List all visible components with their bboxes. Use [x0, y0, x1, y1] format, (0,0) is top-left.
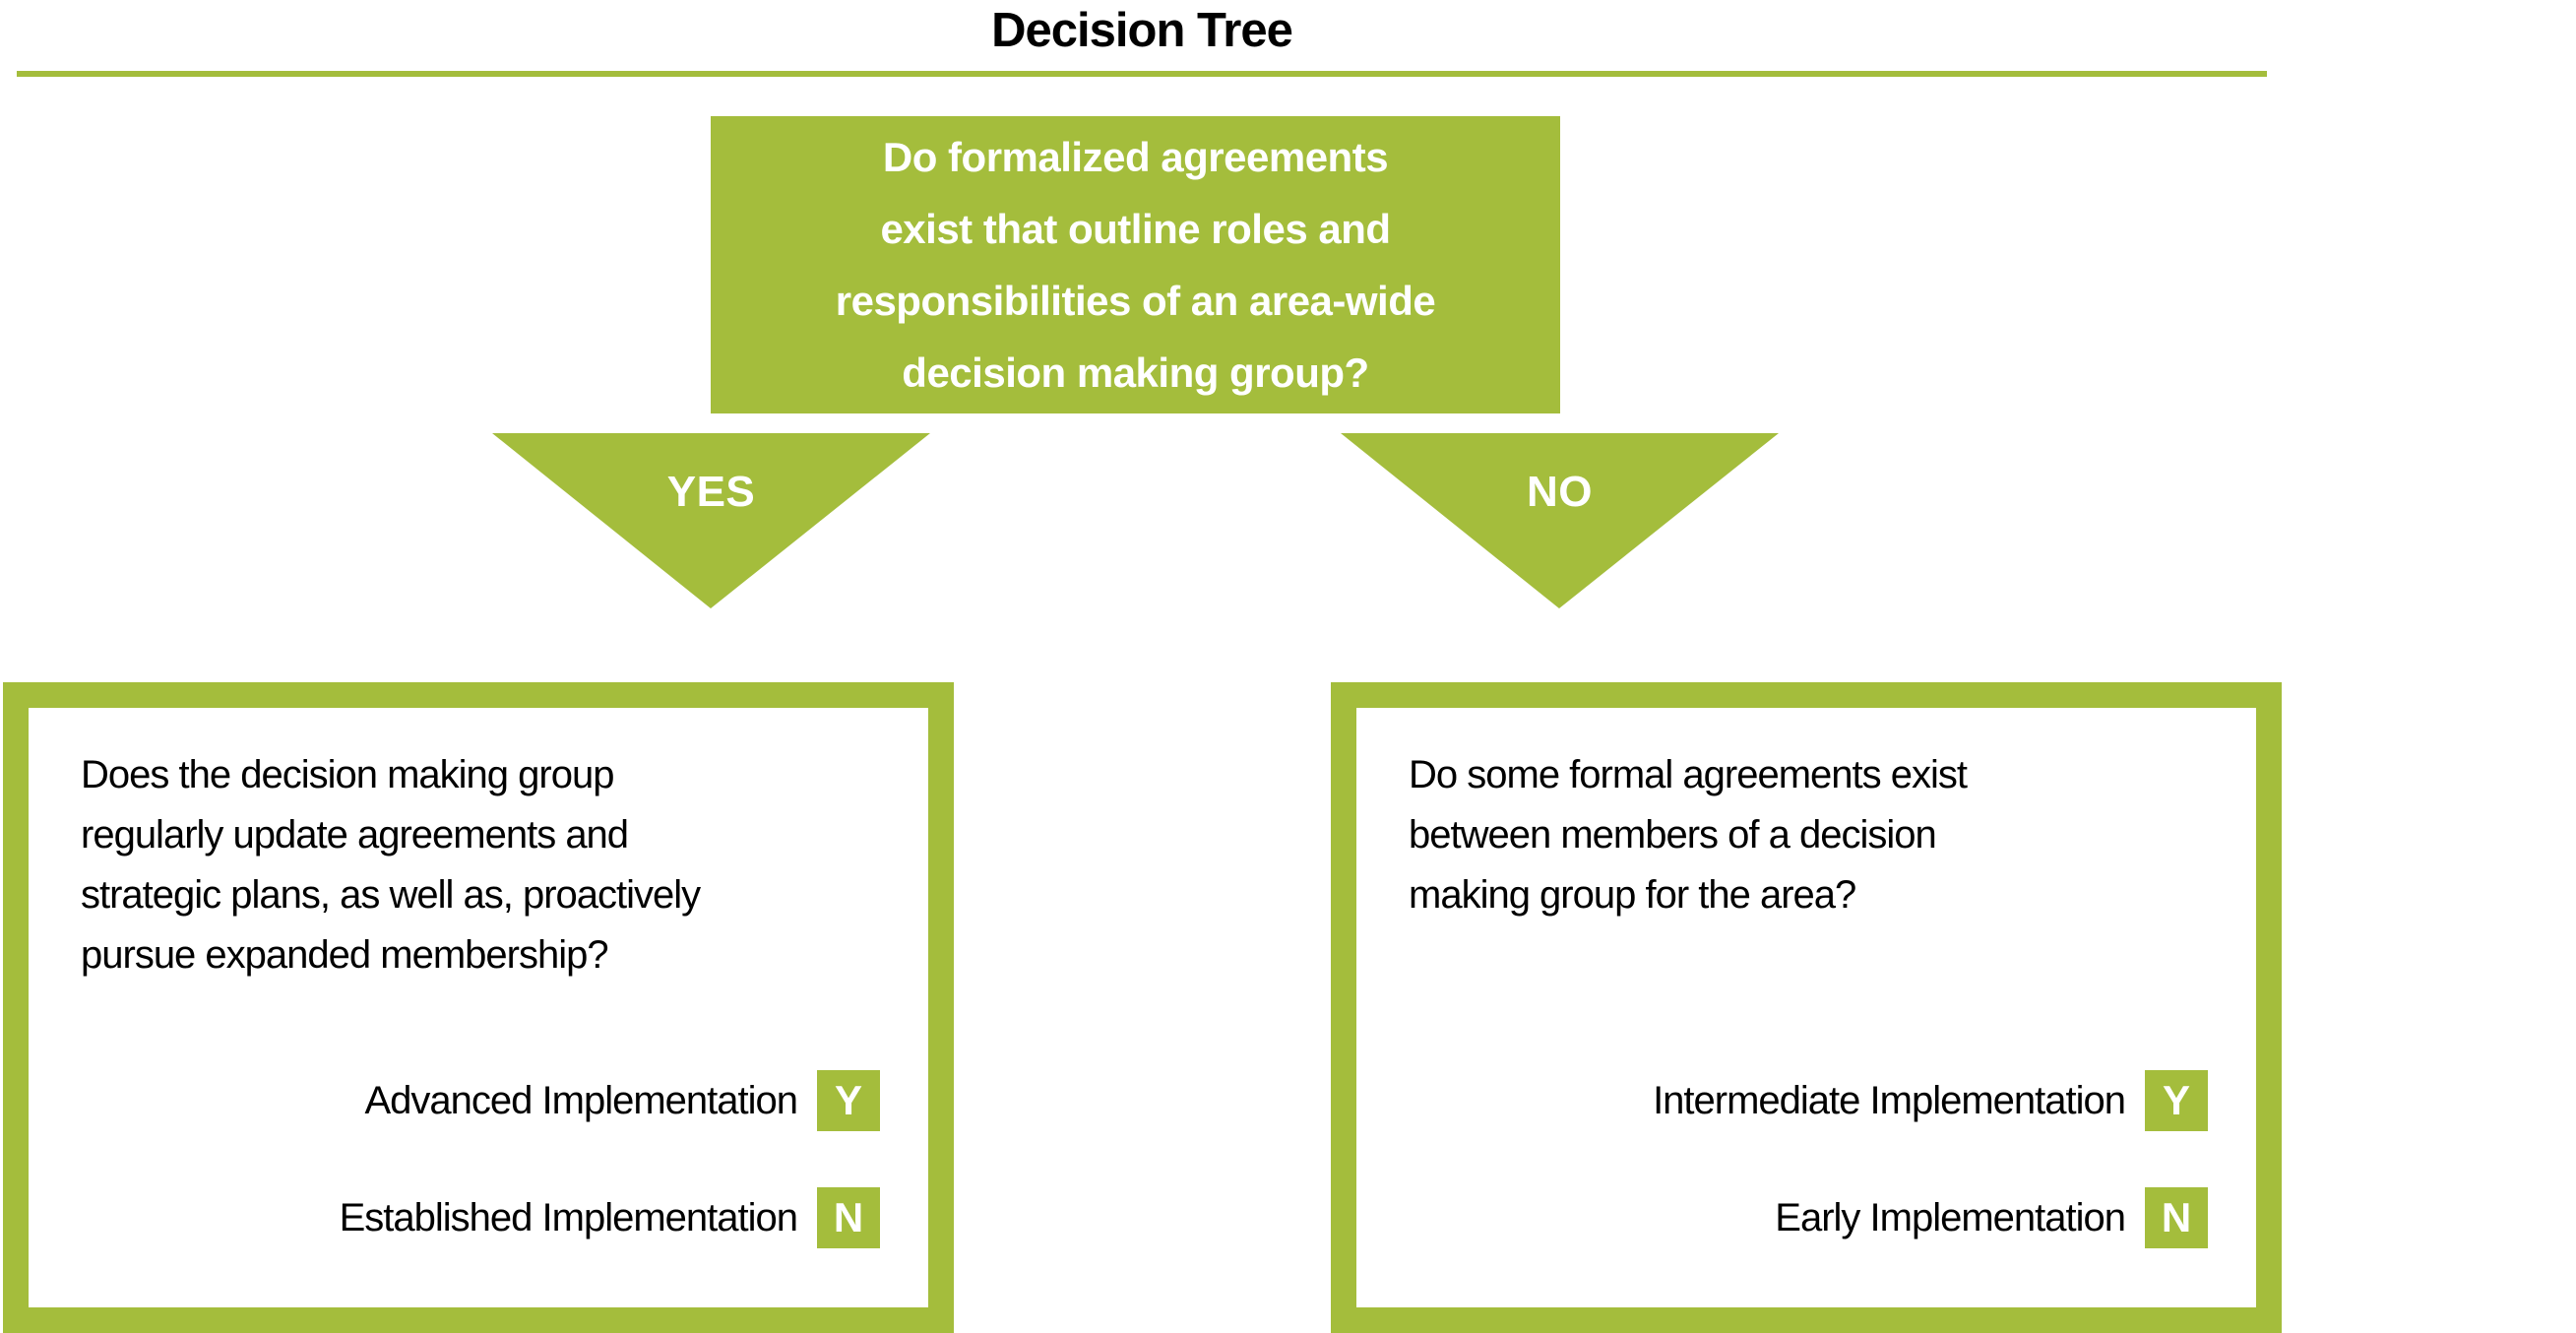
title-underline — [17, 71, 2267, 77]
yes-arrow-label: YES — [666, 468, 756, 516]
result-row: Advanced Implementation Y — [364, 1070, 880, 1131]
down-triangle-icon — [1341, 433, 1779, 608]
yes-branch-question: Does the decision making group regularly… — [81, 753, 701, 977]
result-mark-badge: Y — [2145, 1070, 2208, 1131]
root-question-text: Do formalized agreements exist that outl… — [835, 134, 1436, 396]
result-label: Early Implementation — [1775, 1196, 2126, 1239]
yes-branch-arrow: YES — [492, 433, 930, 608]
result-mark-badge: Y — [817, 1070, 880, 1131]
result-mark-badge: N — [2145, 1187, 2208, 1248]
result-row: Early Implementation N — [1775, 1187, 2208, 1248]
result-label: Intermediate Implementation — [1653, 1079, 2126, 1122]
result-row: Intermediate Implementation Y — [1653, 1070, 2208, 1131]
no-branch-arrow: NO — [1341, 433, 1779, 608]
result-row: Established Implementation N — [340, 1187, 880, 1248]
result-label: Advanced Implementation — [364, 1079, 798, 1122]
root-question-box: Do formalized agreements exist that outl… — [711, 116, 1560, 413]
page-title: Decision Tree — [991, 4, 1293, 57]
no-arrow-label: NO — [1527, 468, 1593, 516]
yes-branch-box: Does the decision making group regularly… — [3, 682, 954, 1333]
down-triangle-icon — [492, 433, 930, 608]
no-branch-question: Do some formal agreements exist between … — [1409, 753, 1968, 917]
result-mark-badge: N — [817, 1187, 880, 1248]
no-branch-box: Do some formal agreements exist between … — [1331, 682, 2282, 1333]
result-label: Established Implementation — [339, 1196, 798, 1239]
